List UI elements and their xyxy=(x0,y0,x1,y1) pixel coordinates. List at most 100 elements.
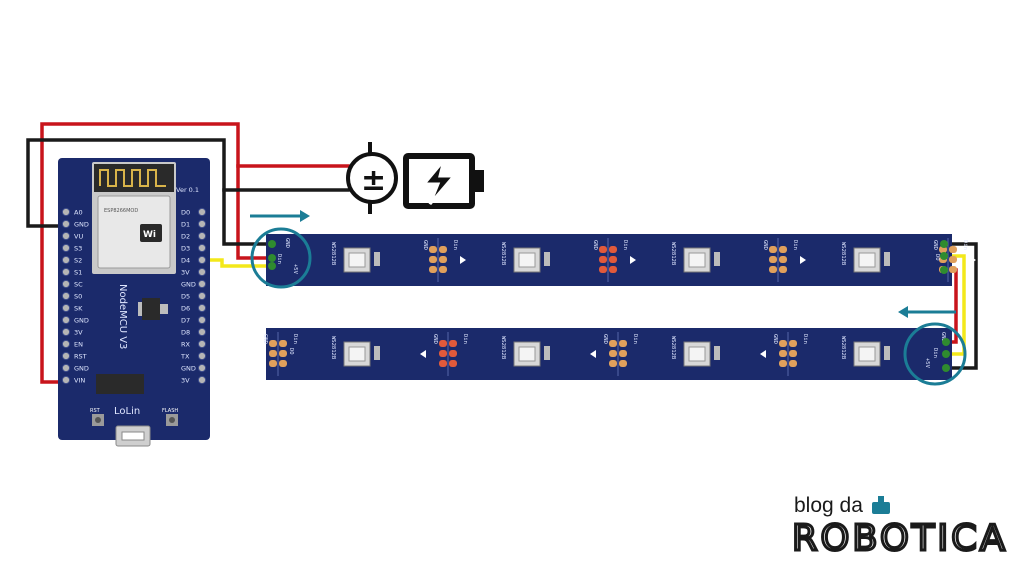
pin-hole xyxy=(61,243,71,253)
solder-pad xyxy=(439,360,447,367)
pin-label-right: D6 xyxy=(181,305,190,313)
pin-hole xyxy=(197,351,207,361)
usb-serial-chip xyxy=(96,374,144,394)
pin-label-right: D0 xyxy=(181,209,190,217)
solder-pad xyxy=(429,256,437,263)
pad-label: GND xyxy=(602,334,608,344)
wires xyxy=(26,122,978,384)
led-chip xyxy=(343,247,371,273)
board-version: Ver 0.1 xyxy=(176,186,199,194)
pin-label-left: A0 xyxy=(74,209,83,217)
solder-pad xyxy=(789,350,797,357)
pin-label-left: S1 xyxy=(74,269,82,277)
pin-hole xyxy=(61,339,71,349)
battery-charging-icon xyxy=(403,153,484,209)
solder-pad xyxy=(949,246,957,253)
pad-label: Din xyxy=(452,240,458,250)
pin-label-right: 3V xyxy=(181,269,190,277)
pin-hole xyxy=(197,327,207,337)
strip-connectors xyxy=(268,240,950,372)
solder-pad xyxy=(609,340,617,347)
pin-hole xyxy=(61,255,71,265)
pin-label-right: RX xyxy=(181,341,191,349)
pin-hole xyxy=(61,267,71,277)
pin-hole xyxy=(197,255,207,265)
solder-pad xyxy=(599,266,607,273)
capacitor xyxy=(544,346,550,360)
solder-pad xyxy=(269,350,277,357)
svg-text:Wi: Wi xyxy=(143,230,156,240)
solder-pad xyxy=(429,246,437,253)
pin-hole xyxy=(197,279,207,289)
pad-label: +5V xyxy=(924,358,930,369)
solder-pad xyxy=(779,350,787,357)
wire-red-vin xyxy=(40,122,274,384)
pin-hole xyxy=(61,315,71,325)
data-direction-marker xyxy=(420,350,426,358)
pin-label-left: SC xyxy=(74,281,83,289)
solder-pad xyxy=(439,340,447,347)
solder-pad xyxy=(279,350,287,357)
pin-label-right: GND xyxy=(181,365,196,373)
pin-label-left: GND xyxy=(74,221,89,229)
pin-label-left: EN xyxy=(74,341,83,349)
pin-label-right: D8 xyxy=(181,329,190,337)
solder-pad xyxy=(449,360,457,367)
pin-hole xyxy=(61,207,71,217)
wire-black-gnd xyxy=(26,138,274,246)
power-supply-icon: ± xyxy=(346,142,398,214)
pad-label: GND xyxy=(772,334,778,344)
pin-label-right: D5 xyxy=(181,293,190,301)
pin-hole xyxy=(197,375,207,385)
highlight-output-circle xyxy=(903,322,967,386)
led-model-label: WS2812B xyxy=(330,336,336,360)
pin-label-right: D2 xyxy=(181,233,190,241)
solder-pad xyxy=(779,340,787,347)
pad-label: GND xyxy=(422,240,428,250)
pad-label: GND xyxy=(592,240,598,250)
pad-label: Din xyxy=(276,254,282,264)
nodemcu-board: ESP8266MOD Wi Ver 0.1 A0GNDVUS3S2S1SCS0S… xyxy=(58,158,210,447)
flash-button-label: FLASH xyxy=(162,408,178,414)
solder-pad xyxy=(449,340,457,347)
pin-hole xyxy=(61,279,71,289)
pin-hole xyxy=(197,267,207,277)
pin-label-right: 3V xyxy=(181,377,190,385)
data-direction-marker xyxy=(760,350,766,358)
pad-label: Din xyxy=(622,240,628,250)
direction-arrow-icon xyxy=(898,306,956,318)
pin-label-right: GND xyxy=(181,281,196,289)
capacitor xyxy=(374,346,380,360)
pad-label: DO xyxy=(934,254,940,261)
brand-line2: ROBOTICA xyxy=(792,518,1008,559)
module-label: ESP8266MOD xyxy=(104,208,138,214)
pin-hole xyxy=(61,231,71,241)
pad-label: Din xyxy=(932,348,938,358)
led-model-label: WS2812B xyxy=(840,336,846,360)
solder-pad xyxy=(769,246,777,253)
pad-label: Din xyxy=(462,334,468,344)
voltage-regulator xyxy=(142,298,160,320)
data-direction-marker xyxy=(460,256,466,264)
highlight-input-circle xyxy=(250,227,312,289)
solder-pad xyxy=(609,246,617,253)
capacitor xyxy=(884,252,890,266)
solder-pad xyxy=(769,256,777,263)
pad-label: Din xyxy=(802,334,808,344)
capacitor xyxy=(714,346,720,360)
solder-pad xyxy=(619,360,627,367)
pin-hole xyxy=(197,243,207,253)
pin-label-left: S2 xyxy=(74,257,82,265)
solder-pad xyxy=(789,340,797,347)
pin-label-left: GND xyxy=(74,317,89,325)
pin-hole xyxy=(61,303,71,313)
pin-hole xyxy=(61,291,71,301)
pin-hole xyxy=(61,363,71,373)
pin-hole xyxy=(197,363,207,373)
solder-pad xyxy=(619,340,627,347)
solder-pad xyxy=(779,266,787,273)
